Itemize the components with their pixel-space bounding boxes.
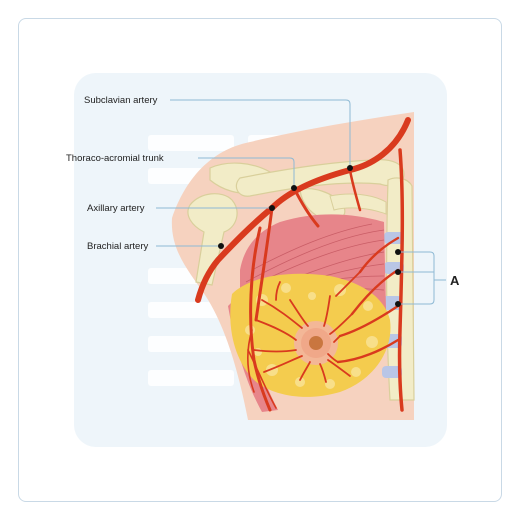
- background-placeholder-bar: [148, 370, 234, 386]
- costal-cartilage: [382, 366, 402, 378]
- humerus-bone: [187, 193, 238, 286]
- group-a-dot: [395, 301, 401, 307]
- group-a-dot: [395, 249, 401, 255]
- subclavian-dot: [347, 165, 353, 171]
- group-a-dot: [395, 269, 401, 275]
- arterial-branches: [249, 168, 362, 412]
- label-brachial-artery: Brachial artery: [87, 241, 148, 252]
- costal-cartilage: [384, 232, 404, 244]
- main-artery-trunk: [195, 117, 411, 303]
- axillary-dot: [269, 205, 275, 211]
- perforating-arteries: [336, 236, 400, 364]
- brachial-dot: [218, 243, 224, 249]
- label-axillary-artery: Axillary artery: [87, 203, 145, 214]
- mammary-arterial-network: [253, 271, 361, 383]
- background-placeholder-bar: [148, 336, 234, 352]
- fat-lobules: [245, 283, 378, 389]
- label-group-a: A: [450, 273, 460, 288]
- label-thoraco-acromial-trunk: Thoraco-acromial trunk: [66, 153, 164, 164]
- subclavian-leader: [170, 99, 351, 168]
- label-dots: [218, 165, 401, 307]
- arm-arterial-branches: [246, 329, 277, 409]
- leader-lines: [156, 99, 446, 305]
- thoraco-acromial-dot: [291, 185, 297, 191]
- label-subclavian-artery: Subclavian artery: [84, 95, 158, 106]
- background-placeholder-bar: [148, 135, 234, 151]
- bracket-a: [398, 251, 435, 305]
- nipple: [309, 336, 323, 350]
- thoraco-acromial-leader: [198, 157, 295, 188]
- internal-thoracic-artery: [397, 148, 405, 412]
